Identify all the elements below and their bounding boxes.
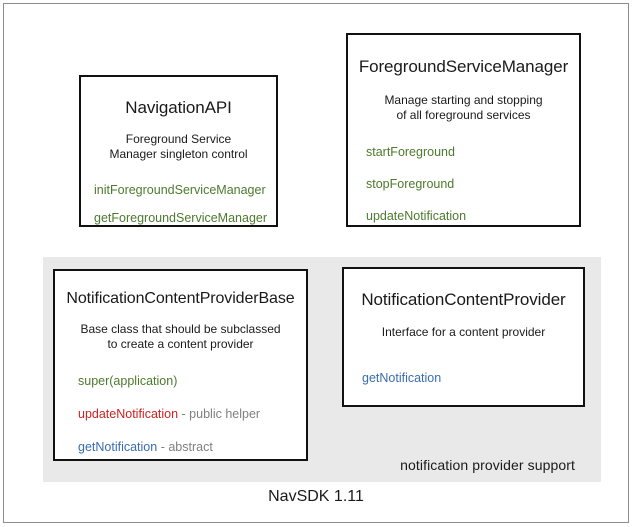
class-title-navigation-api: NavigationAPI	[125, 98, 232, 117]
class-box-foreground-service-manager[interactable]: ForegroundServiceManager Manage starting…	[346, 33, 581, 227]
method-item[interactable]: updateNotification - public helper	[78, 407, 306, 422]
class-description-foreground-service-manager: Manage starting and stopping of all fore…	[348, 93, 579, 124]
method-name: super(application)	[78, 373, 178, 388]
method-list-notification-content-provider: getNotification	[344, 371, 583, 386]
method-item[interactable]: getForegroundServiceManager	[94, 211, 276, 226]
class-box-notification-content-provider[interactable]: NotificationContentProvider Interface fo…	[342, 267, 585, 407]
class-description-line: Manager singleton control	[109, 147, 248, 162]
method-item[interactable]: startForeground	[366, 145, 579, 160]
method-item[interactable]: getNotification	[362, 371, 583, 386]
class-description-line: Interface for a content provider	[381, 325, 546, 339]
method-note: - abstract	[157, 439, 213, 454]
method-list-navigation-api: initForegroundServiceManager getForegrou…	[81, 183, 276, 226]
method-note: - public helper	[178, 406, 261, 421]
class-description-line: to create a content provider	[107, 337, 254, 352]
method-name: startForeground	[366, 144, 455, 159]
method-name: getForegroundServiceManager	[94, 210, 268, 225]
method-item[interactable]: getNotification - abstract	[78, 440, 306, 455]
method-item[interactable]: super(application)	[78, 374, 306, 389]
diagram-footer-label: NavSDK 1.11	[268, 488, 364, 505]
method-name: getNotification	[78, 439, 158, 454]
method-list-notification-content-provider-base: super(application) updateNotification - …	[55, 374, 306, 455]
class-description-line: of all foreground services	[396, 108, 531, 123]
class-description-line: Manage starting and stopping	[384, 93, 543, 107]
method-name: getNotification	[362, 371, 442, 386]
method-name: updateNotification	[366, 208, 467, 223]
method-name: initForegroundServiceManager	[94, 182, 266, 197]
method-name: updateNotification	[78, 406, 179, 421]
class-box-notification-content-provider-base[interactable]: NotificationContentProviderBase Base cla…	[53, 269, 308, 461]
class-box-navigation-api[interactable]: NavigationAPI Foreground Service Manager…	[79, 75, 278, 227]
class-description-notification-content-provider-base: Base class that should be subclassed to …	[55, 322, 306, 353]
class-description-navigation-api: Foreground Service Manager singleton con…	[81, 132, 276, 163]
diagram-outer-frame: notification provider support Navigation…	[3, 3, 629, 523]
class-description-line: Foreground Service	[125, 132, 232, 146]
method-name: stopForeground	[366, 176, 455, 191]
class-title-notification-content-provider-base: NotificationContentProviderBase	[66, 290, 295, 307]
method-item[interactable]: updateNotification	[366, 209, 579, 224]
class-description-line: Base class that should be subclassed	[80, 322, 281, 336]
method-list-foreground-service-manager: startForeground stopForeground updateNot…	[348, 145, 579, 224]
class-title-notification-content-provider: NotificationContentProvider	[361, 290, 566, 309]
method-item[interactable]: stopForeground	[366, 177, 579, 192]
class-description-notification-content-provider: Interface for a content provider	[344, 325, 583, 340]
method-item[interactable]: initForegroundServiceManager	[94, 183, 276, 198]
class-title-foreground-service-manager: ForegroundServiceManager	[358, 57, 569, 76]
panel-caption: notification provider support	[400, 457, 575, 473]
